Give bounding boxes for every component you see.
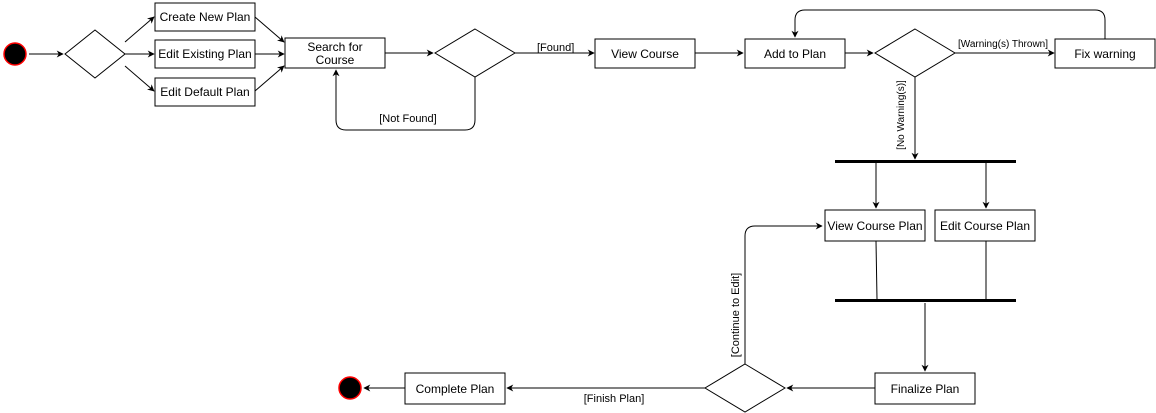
node-label: Edit Existing Plan (158, 47, 251, 61)
node-label: Create New Plan (160, 10, 251, 24)
edge-continue-to-edit (744, 222, 823, 364)
node-search-for-course: Search for Course (284, 37, 386, 69)
node-label: Add to Plan (764, 47, 826, 61)
label-found: [Found] (537, 42, 574, 54)
edges (29, 9, 1106, 392)
edge-view-plan-to-join (875, 240, 878, 300)
decision-finish-or-edit (704, 363, 786, 413)
node-view-course-plan: View Course Plan (824, 209, 926, 242)
node-fix-warning: Fix warning (1054, 38, 1156, 69)
initial-node (3, 42, 27, 66)
edge-decision-to-edit-default (124, 65, 155, 92)
label-warnings-thrown: [Warning(s) Thrown] (958, 39, 1048, 50)
join-bar (835, 299, 1016, 302)
node-label-line2: Course (316, 53, 355, 67)
decision-course-found (434, 28, 516, 78)
edge-not-found (332, 69, 476, 131)
node-edit-default-plan: Edit Default Plan (154, 77, 256, 107)
node-label: View Course (611, 47, 679, 61)
edge-edit-default-to-search (254, 65, 285, 92)
decision-plan-type (64, 29, 126, 79)
node-label: Edit Course Plan (940, 219, 1030, 233)
node-edit-existing-plan: Edit Existing Plan (154, 39, 256, 69)
edge-fix-to-add (791, 9, 1106, 41)
label-continue-to-edit: [Continue to Edit] (730, 273, 742, 357)
node-label-line1: Search for (307, 40, 362, 54)
label-no-warnings: [No Warning(s)] (896, 80, 907, 150)
node-label: Edit Default Plan (160, 85, 249, 99)
edge-create-to-search (254, 16, 285, 43)
decision-warnings (874, 28, 956, 78)
node-view-course: View Course (594, 38, 696, 69)
node-finalize-plan: Finalize Plan (874, 372, 976, 405)
node-label: Fix warning (1074, 47, 1135, 61)
label-finish-plan: [Finish Plan] (584, 393, 645, 405)
node-edit-course-plan: Edit Course Plan (934, 209, 1036, 242)
edge-decision-to-create (124, 16, 155, 43)
node-label: Finalize Plan (891, 382, 960, 396)
final-node (338, 376, 362, 400)
node-create-new-plan: Create New Plan (154, 2, 256, 32)
node-label: Complete Plan (416, 382, 495, 396)
fork-bar (835, 160, 1016, 163)
label-not-found: [Not Found] (379, 113, 436, 125)
node-add-to-plan: Add to Plan (744, 38, 846, 69)
node-complete-plan: Complete Plan (404, 372, 506, 405)
node-label: View Course Plan (827, 219, 922, 233)
